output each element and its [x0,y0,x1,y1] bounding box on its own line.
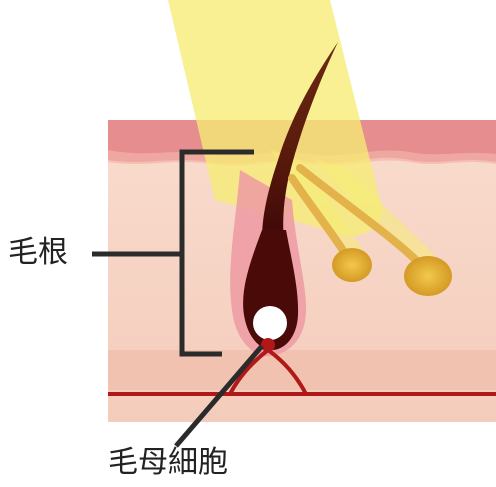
dermal-papilla [253,306,287,340]
hair-matrix-cells-label: 毛母細胞 [108,446,228,480]
hair-root-label: 毛根 [8,236,68,270]
gland-left [332,248,372,282]
gland-right [404,256,452,296]
